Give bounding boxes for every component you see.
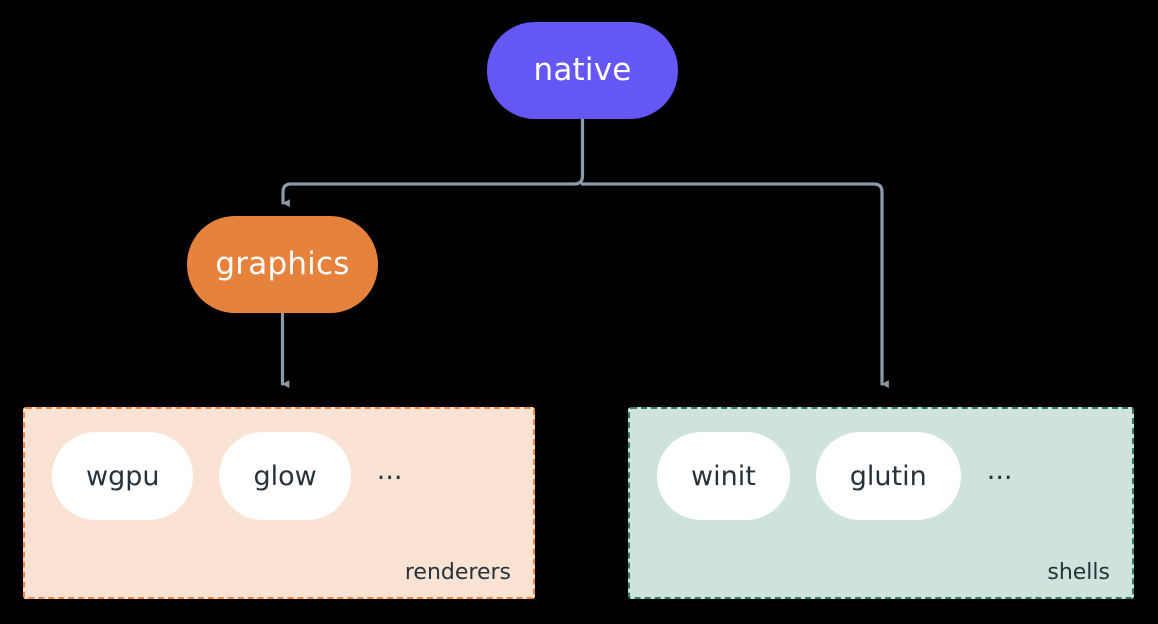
renderers-overflow-ellipsis: ... <box>376 454 403 486</box>
cluster-renderers-items: wgpu glow ... <box>52 432 402 520</box>
node-native[interactable]: native <box>487 22 678 119</box>
cluster-renderers-label: renderers <box>404 560 511 585</box>
leaf-glutin[interactable]: glutin <box>815 432 961 520</box>
leaf-wgpu[interactable]: wgpu <box>52 432 194 520</box>
node-native-label: native <box>533 52 632 88</box>
leaf-glutin-label: glutin <box>849 460 927 492</box>
node-graphics[interactable]: graphics <box>187 216 378 313</box>
cluster-renderers: wgpu glow ... renderers <box>23 407 535 599</box>
edge-native-trunk <box>281 117 585 208</box>
leaf-winit-label: winit <box>691 460 756 492</box>
leaf-winit[interactable]: winit <box>657 432 790 520</box>
cluster-shells-items: winit glutin ... <box>657 432 1013 520</box>
edge-native-to-shells <box>580 182 889 389</box>
cluster-shells: winit glutin ... shells <box>628 407 1134 599</box>
cluster-shells-label: shells <box>1047 560 1110 585</box>
leaf-glow[interactable]: glow <box>219 432 351 520</box>
node-graphics-label: graphics <box>215 246 350 282</box>
leaf-wgpu-label: wgpu <box>86 460 160 492</box>
shells-overflow-ellipsis: ... <box>986 454 1013 486</box>
leaf-glow-label: glow <box>253 460 317 492</box>
